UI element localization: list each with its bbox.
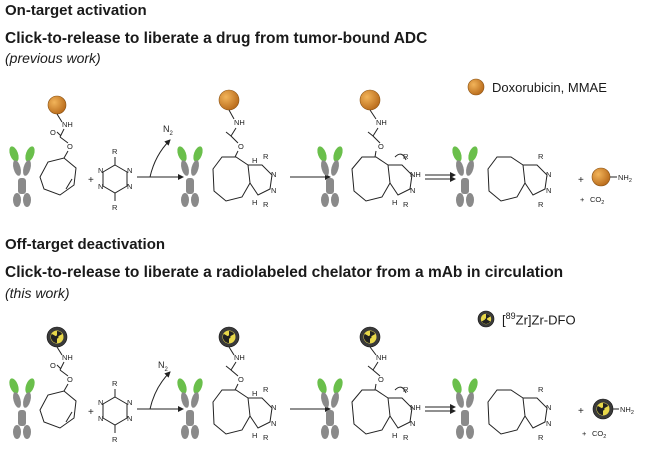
svg-text:+: + [578, 175, 584, 186]
co2-byproduct-radio: CO2 [592, 429, 606, 440]
svg-text:N: N [546, 170, 551, 179]
radioactive-sphere-icon [477, 310, 495, 328]
dihydropyridazine-adduct: NH O H H N N R R [175, 89, 276, 209]
svg-text:N: N [127, 398, 132, 407]
svg-text:R: R [403, 385, 409, 394]
tautomer-intermediate-radio: NH O NH N H R R [315, 326, 421, 442]
top-scheme-subtitle: (previous work) [5, 50, 101, 66]
bottom-legend-label: [89Zr]Zr-DFO [502, 311, 576, 328]
svg-text:H: H [392, 431, 397, 440]
svg-text:N: N [271, 419, 276, 428]
svg-text:R: R [263, 152, 269, 161]
svg-text:R: R [403, 433, 409, 442]
bottom-scheme-subtitle: (this work) [5, 285, 70, 301]
svg-text:O: O [67, 375, 73, 384]
svg-text:N: N [271, 403, 276, 412]
svg-text:O: O [50, 128, 56, 137]
svg-text:R: R [538, 152, 544, 161]
tautomer-intermediate: NH O NH N H R R [315, 89, 421, 209]
drug-sphere [47, 95, 67, 115]
svg-text:R: R [263, 433, 269, 442]
svg-text:NH: NH [234, 118, 245, 127]
svg-text:H: H [252, 389, 257, 398]
svg-text:R: R [263, 200, 269, 209]
tetrazine: R R N N N N [98, 147, 132, 212]
orange-sphere-icon [467, 78, 485, 96]
svg-text:O: O [238, 142, 244, 151]
top-section-title: On-target activation [5, 2, 147, 19]
svg-text:O: O [50, 361, 56, 370]
svg-text:N: N [127, 414, 132, 423]
bottom-scheme-title: Click-to-release to liberate a radiolabe… [5, 264, 564, 281]
bottom-reaction-scheme: NH O O + R R N N N N N2 NH O H H N N R R [7, 326, 634, 444]
svg-text:+: + [580, 195, 585, 204]
pyridazine-product: N N R R [450, 145, 551, 209]
svg-text:H: H [392, 198, 397, 207]
bottom-section-title: Off-target deactivation [5, 236, 166, 253]
svg-text:N: N [410, 186, 415, 195]
svg-text:+: + [88, 407, 94, 418]
n2-byproduct-radio: N2 [158, 360, 169, 373]
svg-text:NH: NH [62, 353, 73, 362]
released-amine: NH2 [618, 173, 632, 184]
svg-text:R: R [112, 203, 118, 212]
svg-text:NH: NH [410, 170, 421, 179]
pyridazine-product-radio: N N R R [450, 377, 551, 442]
svg-text:O: O [378, 375, 384, 384]
svg-text:R: R [403, 152, 409, 161]
top-reaction-scheme: NH O O + R R N N N N N2 NH O H H N N R [7, 89, 632, 212]
tco-antibody-conjugate-radio: NH O O [7, 326, 77, 439]
svg-text:N: N [410, 419, 415, 428]
svg-text:N: N [98, 182, 103, 191]
nh-label: NH [62, 120, 73, 129]
svg-text:O: O [378, 142, 384, 151]
svg-text:N: N [98, 398, 103, 407]
svg-text:R: R [538, 200, 544, 209]
n2-byproduct: N2 [163, 124, 174, 137]
svg-text:+: + [578, 406, 584, 417]
svg-text:H: H [252, 198, 257, 207]
svg-text:R: R [112, 147, 118, 156]
svg-text:N: N [546, 419, 551, 428]
svg-text:N: N [546, 403, 551, 412]
svg-text:H: H [252, 431, 257, 440]
svg-text:+: + [88, 175, 94, 186]
svg-text:O: O [67, 142, 73, 151]
svg-text:N: N [546, 186, 551, 195]
svg-text:R: R [112, 435, 118, 444]
svg-text:NH: NH [376, 118, 387, 127]
svg-text:NH: NH [234, 353, 245, 362]
svg-text:N: N [271, 170, 276, 179]
tetrazine-radio: R R N N N N [98, 379, 132, 444]
svg-text:O: O [238, 375, 244, 384]
svg-text:N: N [98, 414, 103, 423]
dihydropyridazine-adduct-radio: NH O H H N N R R [175, 326, 276, 442]
top-scheme-title: Click-to-release to liberate a drug from… [5, 30, 428, 47]
tco-antibody-conjugate: NH O O [7, 95, 77, 207]
svg-text:N: N [98, 166, 103, 175]
co2-byproduct: CO2 [590, 195, 604, 206]
svg-text:R: R [112, 379, 118, 388]
svg-text:R: R [538, 385, 544, 394]
svg-text:R: R [403, 200, 409, 209]
top-legend-label: Doxorubicin, MMAE [492, 80, 607, 95]
svg-text:H: H [252, 156, 257, 165]
released-amine-radio: NH2 [620, 405, 634, 416]
svg-text:N: N [127, 182, 132, 191]
released-chelator-sphere [592, 398, 614, 420]
svg-text:R: R [538, 433, 544, 442]
released-drug-sphere [591, 167, 611, 187]
svg-text:NH: NH [410, 403, 421, 412]
svg-text:N: N [271, 186, 276, 195]
svg-text:NH: NH [376, 353, 387, 362]
svg-text:+: + [582, 429, 587, 438]
svg-text:N: N [127, 166, 132, 175]
svg-text:R: R [263, 385, 269, 394]
